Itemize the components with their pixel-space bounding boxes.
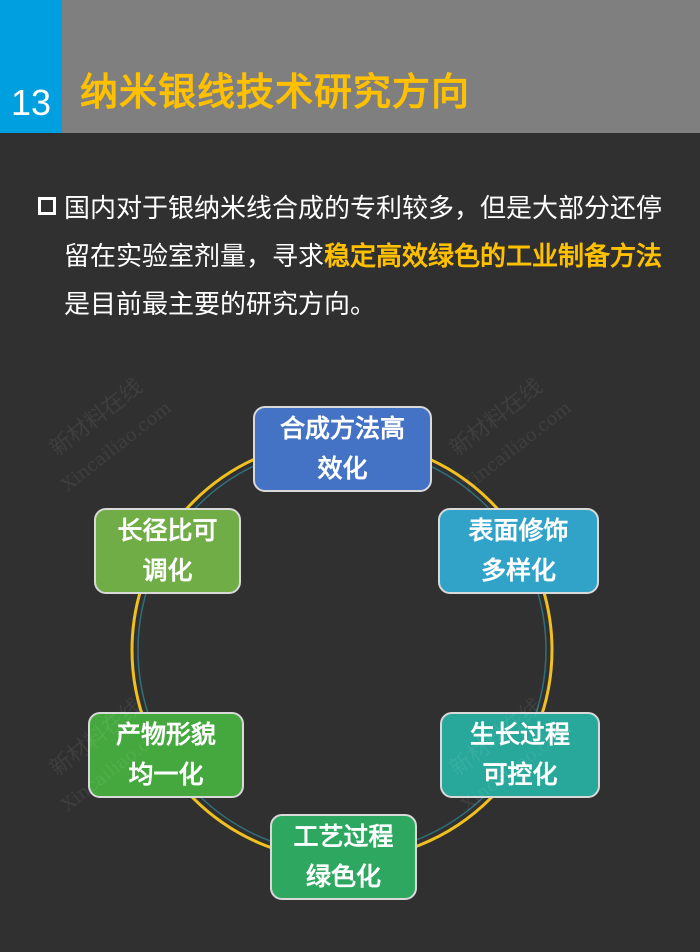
paragraph-before: 国内对于银纳米线合成的专利较多，但是大部分还停留在实验室剂量，寻求	[64, 194, 663, 272]
cycle-node-line2: 调化	[142, 556, 193, 585]
cycle-node-line1: 生长过程	[469, 720, 570, 749]
cycle-node: 表面修饰多样化	[438, 508, 599, 594]
cycle-node-line2: 均一化	[128, 760, 204, 789]
slide-title: 纳米银线技术研究方向	[80, 70, 471, 114]
cycle-node: 工艺过程绿色化	[270, 814, 417, 900]
cycle-node: 生长过程可控化	[440, 712, 600, 798]
intro-paragraph: 国内对于银纳米线合成的专利较多，但是大部分还停留在实验室剂量，寻求稳定高效绿色的…	[38, 185, 668, 329]
cycle-node-line2: 绿色化	[305, 862, 381, 891]
cycle-node-line1: 表面修饰	[468, 516, 569, 545]
paragraph-after: 是目前最主要的研究方向。	[64, 290, 377, 320]
square-bullet-icon	[38, 197, 56, 215]
slide-number: 13	[10, 82, 52, 123]
cycle-node-line1: 产物形貌	[115, 720, 216, 749]
cycle-node-line1: 工艺过程	[293, 822, 394, 851]
slide-number-block: 13	[0, 0, 62, 133]
paragraph-highlight: 稳定高效绿色的工业制备方法	[324, 242, 663, 272]
cycle-node-line1: 长径比可	[117, 516, 218, 545]
cycle-node-line2: 效化	[317, 454, 368, 483]
paragraph-text: 国内对于银纳米线合成的专利较多，但是大部分还停留在实验室剂量，寻求稳定高效绿色的…	[38, 185, 668, 329]
cycle-node: 产物形貌均一化	[88, 712, 244, 798]
cycle-node: 合成方法高效化	[253, 406, 432, 492]
cycle-node-line2: 多样化	[480, 556, 556, 585]
cycle-node-line2: 可控化	[482, 760, 558, 789]
cycle-node: 长径比可调化	[94, 508, 241, 594]
cycle-node-line1: 合成方法高	[279, 414, 405, 443]
title-bar	[0, 0, 700, 133]
